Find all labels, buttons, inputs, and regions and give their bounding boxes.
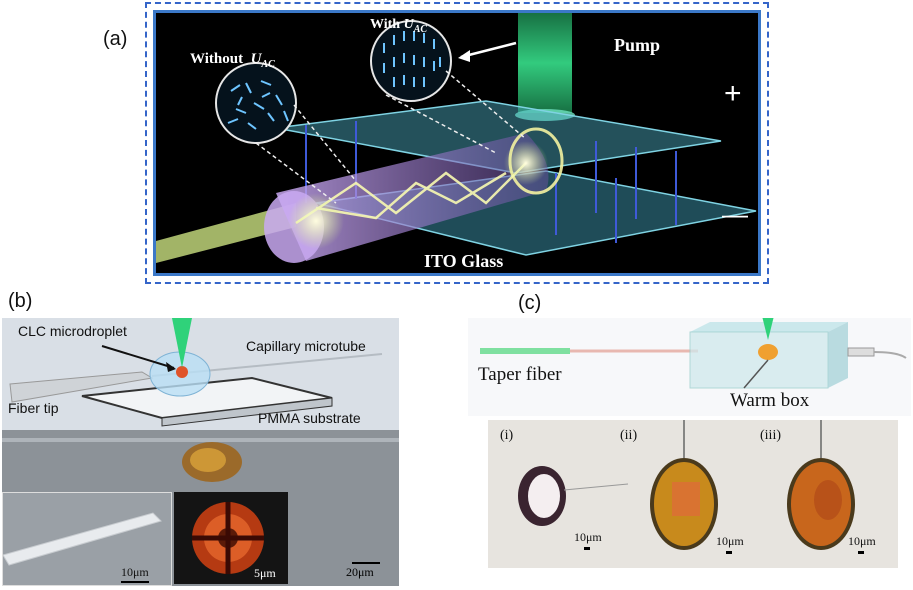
droplet-micrograph <box>2 438 399 482</box>
aligned-lc-molecules <box>383 31 441 87</box>
minus-electrode-label: — <box>722 199 748 229</box>
sub-ii-label: (ii) <box>620 428 638 443</box>
lasing-paths <box>295 162 527 225</box>
panel-b-schematic: CLC microdroplet Capillary microtube Fib… <box>2 318 399 430</box>
probe-beam <box>156 203 296 263</box>
pointer-arrow <box>460 41 517 59</box>
pmma-substrate-label: PMMA substrate <box>258 410 361 426</box>
plus-electrode-label: + <box>724 77 742 110</box>
clc-droplet <box>176 366 188 378</box>
warm-box-label: Warm box <box>730 390 810 411</box>
random-lc-molecules <box>227 80 289 130</box>
capillary-cylinder <box>276 133 549 261</box>
scale-bar-10um-i: 10μm <box>574 530 602 550</box>
panel-b-label: (b) <box>8 290 33 312</box>
pump-spot <box>515 109 575 121</box>
ito-glass-label: ITO Glass <box>424 251 504 271</box>
sub-iii-label: (iii) <box>760 428 781 443</box>
taper-fiber-line <box>480 348 570 354</box>
taper-fiber-label: Taper fiber <box>478 364 562 385</box>
scale-bar-10um-b: 10μm <box>121 565 149 583</box>
scale-bar-5um: 5μm <box>254 566 276 580</box>
pump-cone <box>172 318 192 368</box>
droplet-schematic <box>9 318 383 427</box>
scale-bar-10um-ii: 10μm <box>716 534 744 554</box>
panel-a-label: (a) <box>103 28 128 50</box>
pump-indicator <box>762 316 774 340</box>
without-uac-label: Without UAC <box>190 51 275 70</box>
clc-microdroplet-label: CLC microdroplet <box>18 323 127 339</box>
scale-bar-10um-iii: 10μm <box>848 534 876 554</box>
panel-a-illustration: Without UAC With UAC Pump + — ITO Glass <box>153 10 761 276</box>
panel-c-label: (c) <box>518 292 542 314</box>
zoom-dashed-lines <box>255 70 527 204</box>
warm-droplet <box>758 344 778 360</box>
panel-c-micrographs: (i) (ii) (iii) 10μm 10μm 10μm <box>488 420 898 568</box>
panel-a-frame: Without UAC With UAC Pump + — ITO Glass <box>145 2 769 284</box>
without-uac-zoom-circle <box>215 62 297 144</box>
with-uac-label: With UAC <box>370 17 428 35</box>
capillary-microtube-label: Capillary microtube <box>246 338 366 354</box>
pump-beam <box>518 13 572 113</box>
fiber-tip-micrograph: 10μm <box>2 492 172 586</box>
taper-fiber-schematic <box>480 316 907 389</box>
lasing-glow <box>288 193 344 249</box>
fiber-tip-label: Fiber tip <box>8 400 59 416</box>
fiber-tip-image <box>2 512 162 566</box>
sub-i-label: (i) <box>500 428 514 443</box>
pump-label: Pump <box>614 35 661 55</box>
lasing-setup-illustration <box>156 13 757 263</box>
panel-c-schematic: Taper fiber Warm box <box>468 316 911 416</box>
scale-bar-20um: 20μm <box>346 562 380 580</box>
droplet-polarized-micrograph: 5μm <box>174 492 288 584</box>
droplet-states <box>518 420 855 550</box>
with-uac-zoom-circle <box>370 20 452 102</box>
